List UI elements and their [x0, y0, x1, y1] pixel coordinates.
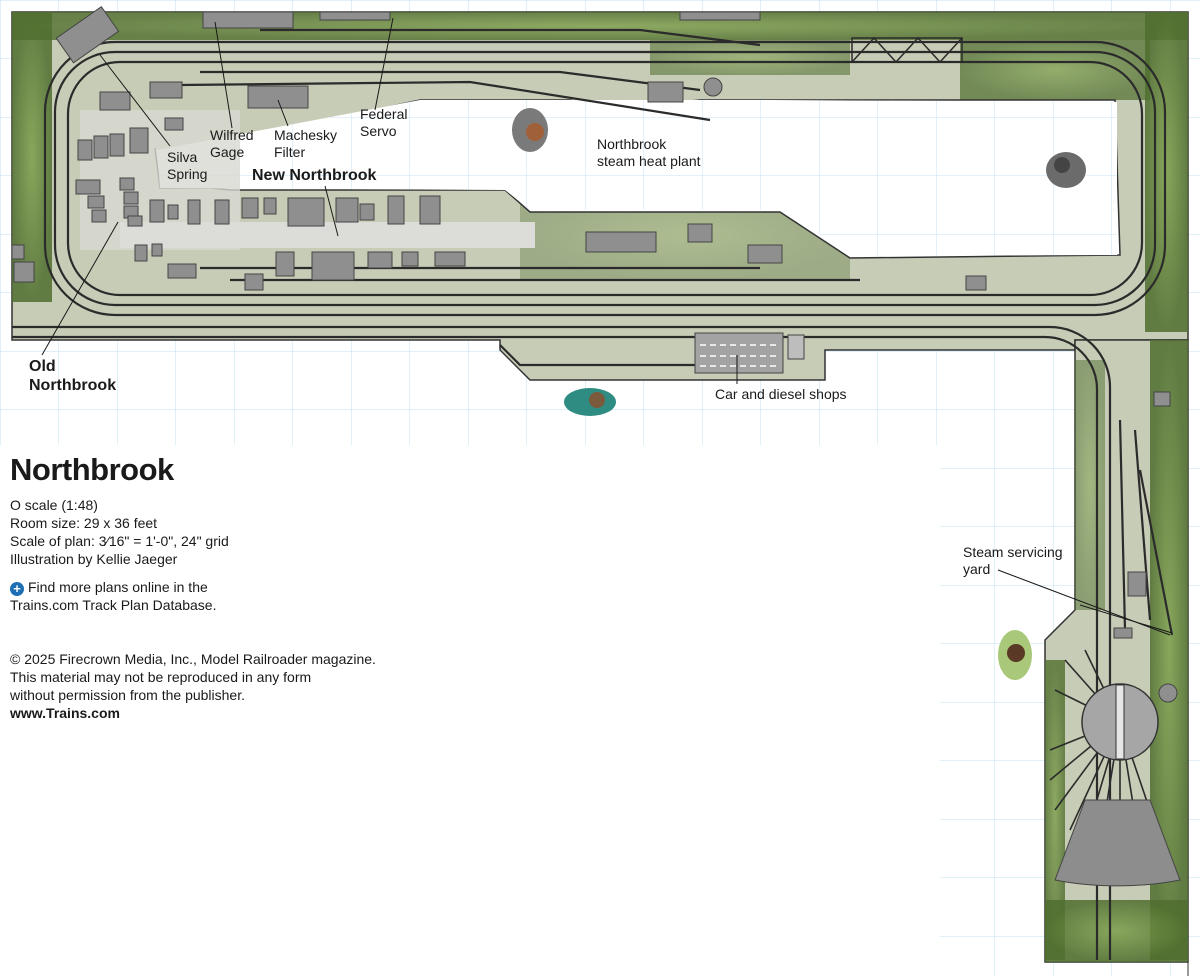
more-plans-line2: Trains.com Track Plan Database. — [10, 597, 217, 613]
label-silva-spring: Silva Spring — [167, 149, 207, 183]
more-plans-line1: Find more plans online in the — [28, 579, 208, 595]
more-plans-link[interactable]: + Find more plans online in the Trains.co… — [10, 578, 430, 614]
truss-bridge — [851, 36, 963, 64]
label-machesky-filter: Machesky Filter — [274, 127, 337, 161]
copyright-block: © 2025 Firecrown Media, Inc., Model Rail… — [10, 650, 430, 722]
label-machesky-filter-line1: Machesky — [274, 127, 338, 143]
label-steam-heat-line2: steam heat plant — [597, 153, 701, 169]
website-link[interactable]: www.Trains.com — [10, 705, 120, 721]
label-steam-heat-line1: Northbrook — [597, 136, 667, 152]
label-federal-servo-line1: Federal — [360, 106, 408, 122]
label-steam-servicing-line1: Steam servicing — [963, 544, 1063, 560]
label-federal-servo-line2: Servo — [360, 123, 397, 139]
storage-tank — [703, 77, 723, 97]
room-size: Room size: 29 x 36 feet — [10, 515, 158, 531]
label-new-northbrook: New Northbrook — [252, 167, 377, 184]
label-steam-servicing-yard: Steam servicing yard — [963, 544, 1063, 578]
label-old-northbrook-line1: Old — [29, 358, 56, 375]
label-old-northbrook: Old Northbrook — [29, 357, 116, 395]
plan-scale: O scale (1:48) — [10, 497, 98, 513]
label-wilfred-gage: Wilfred Gage — [210, 127, 254, 161]
label-silva-spring-line2: Spring — [167, 166, 208, 182]
label-wilfred-gage-line1: Wilfred — [210, 127, 254, 143]
label-wilfred-gage-line2: Gage — [210, 144, 245, 160]
mainline-tracks — [12, 28, 1174, 960]
town-street — [120, 222, 535, 248]
operator-figures — [512, 108, 1086, 680]
copyright-line3: without permission from the publisher. — [10, 687, 245, 703]
label-old-northbrook-line2: Northbrook — [29, 377, 117, 394]
plan-title: Northbrook — [10, 452, 174, 487]
illustration-credit: Illustration by Kellie Jaeger — [10, 551, 178, 567]
leader-lines — [41, 17, 1173, 636]
label-silva-spring-line1: Silva — [167, 149, 198, 165]
label-federal-servo: Federal Servo — [360, 106, 407, 140]
plus-circle-icon: + — [10, 582, 24, 596]
car-diesel-shop-building — [694, 332, 805, 374]
label-car-and-diesel-shops: Car and diesel shops — [715, 386, 847, 402]
buildings — [11, 5, 1171, 639]
turntable-roundhouse — [1049, 649, 1181, 887]
label-machesky-filter-line2: Filter — [274, 144, 306, 160]
plan-info: Northbrook O scale (1:48) Room size: 29 … — [10, 452, 430, 722]
plan-scale-grid: Scale of plan: 3⁄16" = 1'-0", 24" grid — [10, 533, 229, 549]
water-tank — [1158, 683, 1178, 703]
label-steam-servicing-line2: yard — [963, 561, 991, 577]
copyright-line2: This material may not be reproduced in a… — [10, 669, 312, 685]
copyright-line1: © 2025 Firecrown Media, Inc., Model Rail… — [10, 651, 376, 667]
label-northbrook-steam-heat-plant: Northbrook steam heat plant — [597, 136, 701, 170]
